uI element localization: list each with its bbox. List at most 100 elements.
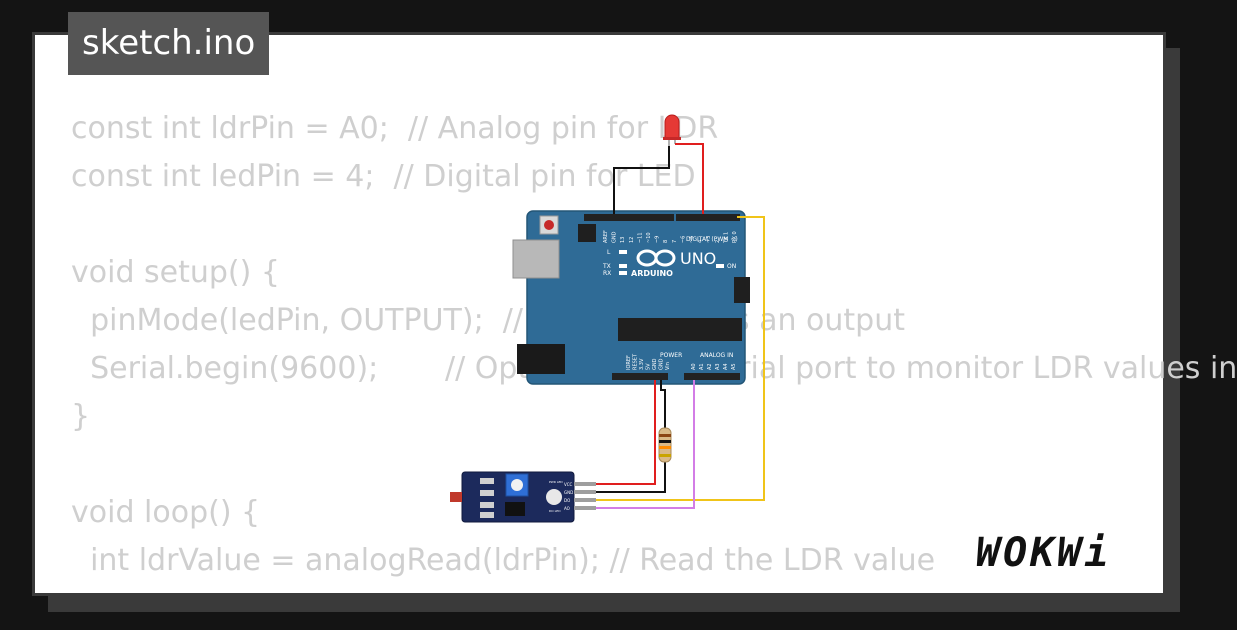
- sensor-led-icon: [546, 489, 562, 505]
- board-name: UNO: [680, 249, 716, 268]
- pin-label: TX 1: [723, 232, 729, 244]
- pin-label: A3: [715, 363, 721, 370]
- pwr-led-label: PWR LED: [549, 480, 563, 484]
- wire-led-pin4[interactable]: [675, 143, 704, 214]
- pin-label: 7: [672, 240, 678, 243]
- wire-violet-a0[interactable]: [596, 380, 695, 509]
- pin-label: IOREF: [626, 355, 632, 370]
- analog-header-label: ANALOG IN: [700, 352, 733, 359]
- pin-label: A0: [691, 363, 697, 370]
- smd-component: [480, 512, 494, 518]
- code-line: }: [71, 399, 91, 434]
- sensor-pin-label: GND: [564, 490, 573, 495]
- resistor[interactable]: [658, 427, 672, 463]
- resistor-band: [659, 440, 671, 443]
- power-jack: [517, 344, 565, 374]
- circuit-diagram: UNO ARDUINO DIGITAL (PWM ~) ANALOG IN PO…: [450, 114, 765, 523]
- header-right: [676, 214, 740, 221]
- pin-label: GND: [652, 358, 658, 370]
- wire-led-gnd[interactable]: [613, 146, 670, 214]
- arduino-infinity-icon: [636, 249, 676, 267]
- board-brand: ARDUINO: [631, 269, 673, 278]
- wire-vcc-5v[interactable]: [596, 380, 656, 485]
- sensor-pin-label: AO: [564, 506, 570, 511]
- pin-label: GND: [612, 231, 618, 243]
- sensor-pin-label: DO: [564, 498, 570, 503]
- wire-gnd-sensor[interactable]: [596, 462, 666, 493]
- smd-component: [480, 478, 494, 484]
- pin-label: ~9: [655, 236, 661, 243]
- digital-header-label: DIGITAL (PWM ~): [686, 236, 738, 243]
- pin-label: 8: [663, 240, 669, 243]
- led-rx-icon: [619, 271, 627, 275]
- code-line: const int ldrPin = A0; // Analog pin for…: [71, 111, 719, 146]
- icsp2-header: [578, 224, 596, 242]
- rx-label: RX: [603, 270, 611, 277]
- sensor-pin-vcc: [574, 482, 596, 486]
- photoresistor-icon: [450, 492, 462, 502]
- atmega-chip: [618, 318, 742, 341]
- sensor-pin-ao: [574, 506, 596, 510]
- pin-label: 3.3V: [639, 358, 645, 370]
- smd-component: [480, 490, 494, 496]
- led-tx-icon: [619, 264, 627, 268]
- wokwi-logo: WOKWi: [976, 530, 1112, 576]
- power-header-label: POWER: [660, 352, 682, 359]
- power-header: [612, 373, 668, 380]
- resistor-band: [659, 454, 671, 457]
- analog-header: [684, 373, 740, 380]
- pin-label: 12: [629, 237, 635, 243]
- led-base: [663, 137, 681, 140]
- file-tab[interactable]: sketch.ino: [68, 12, 270, 75]
- reset-button-icon: [544, 220, 554, 230]
- wire-gnd-resistor-top[interactable]: [660, 380, 666, 428]
- code-line: int ldrValue = analogRead(ldrPin); // Re…: [71, 543, 936, 578]
- tx-label: TX: [602, 263, 611, 270]
- pin-label: 13: [620, 237, 626, 243]
- code-line: void loop() {: [71, 495, 261, 530]
- pin-label: Vin: [665, 362, 671, 370]
- icsp-header: [734, 277, 750, 303]
- pin-label: ~6: [680, 236, 686, 243]
- led-l-icon: [619, 250, 627, 254]
- code-line: const int ledPin = 4; // Digital pin for…: [71, 159, 696, 194]
- pin-label: A2: [707, 363, 713, 370]
- wire-yellow[interactable]: [596, 216, 765, 501]
- pin-label: 5V: [646, 363, 652, 370]
- pin-label: AREF: [603, 230, 609, 243]
- pin-label: ~5: [689, 236, 695, 243]
- comparator-chip: [505, 502, 525, 516]
- code-line: void setup() {: [71, 255, 280, 290]
- pin-label: ~11: [637, 232, 643, 243]
- pin-label: RX 0: [732, 231, 738, 243]
- arduino-uno-board[interactable]: UNO ARDUINO DIGITAL (PWM ~) ANALOG IN PO…: [512, 210, 750, 385]
- header-left: [584, 214, 674, 221]
- ldr-sensor-module[interactable]: PWR LED DO LED VCC GND DO AO: [450, 471, 596, 523]
- potentiometer-knob-icon: [511, 479, 523, 491]
- pin-label: 4: [698, 240, 704, 243]
- pin-label: ~10: [646, 232, 652, 243]
- pin-label: 2: [715, 240, 721, 243]
- pin-label: RESET: [633, 353, 639, 370]
- pin-label: ~3: [706, 236, 712, 243]
- pin-label: A5: [731, 363, 737, 370]
- usb-port: [512, 239, 560, 279]
- resistor-band: [659, 434, 671, 437]
- pin-label: A4: [723, 363, 729, 370]
- pin-label: A1: [699, 363, 705, 370]
- resistor-band: [659, 446, 671, 449]
- l-label: L: [607, 249, 611, 256]
- sensor-pin-do: [574, 498, 596, 502]
- code-view: const int ldrPin = A0; // Analog pin for…: [71, 105, 1237, 585]
- smd-component: [480, 502, 494, 508]
- do-led-label: DO LED: [549, 509, 561, 513]
- sensor-pin-gnd: [574, 490, 596, 494]
- sensor-pin-label: VCC: [564, 482, 573, 487]
- pin-label: GND: [659, 358, 665, 370]
- red-led[interactable]: [663, 114, 681, 146]
- led-dome: [664, 114, 680, 139]
- led-on-icon: [716, 264, 724, 268]
